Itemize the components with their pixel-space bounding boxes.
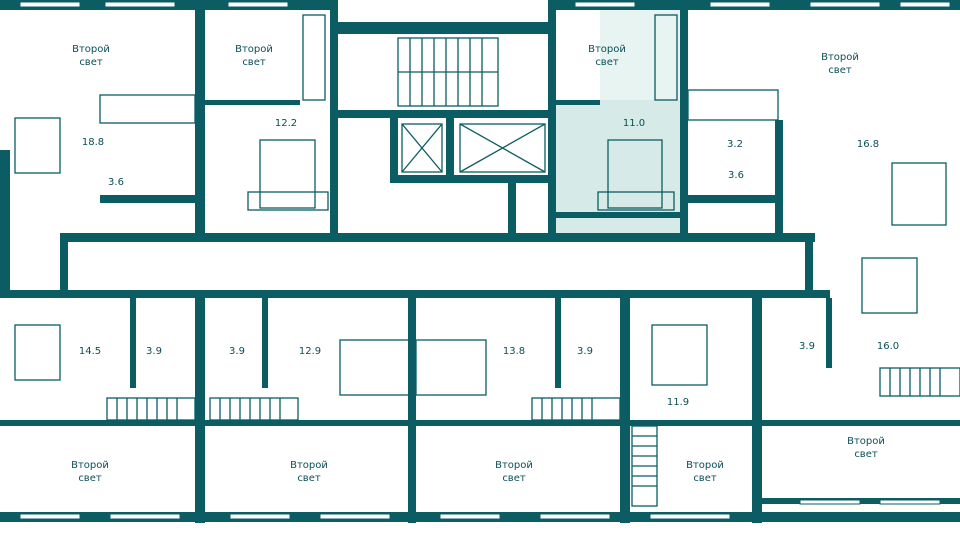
- label-line: свет: [502, 473, 526, 484]
- label-line: Второй: [821, 52, 859, 63]
- label-line: Второй: [71, 460, 109, 471]
- label-line: свет: [297, 473, 321, 484]
- room-area: 3.2: [727, 139, 743, 150]
- room-area: 3.6: [728, 170, 744, 181]
- elevator-shafts: [401, 123, 546, 173]
- second-light-label: Второй свет: [495, 459, 533, 485]
- label-line: Второй: [235, 44, 273, 55]
- label-line: свет: [828, 65, 852, 76]
- second-light-label: Второй свет: [821, 51, 859, 77]
- room-area: 12.9: [298, 346, 322, 357]
- second-light-label: Второй свет: [686, 459, 724, 485]
- room-area: 13.8: [502, 346, 526, 357]
- label-line: Второй: [72, 44, 110, 55]
- second-light-label: Второй свет: [847, 435, 885, 461]
- label-line: свет: [854, 449, 878, 460]
- beds: [14, 117, 947, 396]
- label-line: свет: [242, 57, 266, 68]
- second-light-label: Второй свет: [72, 43, 110, 69]
- room-area: 11.0: [622, 118, 646, 129]
- label-line: Второй: [588, 44, 626, 55]
- walls: [0, 0, 960, 523]
- label-line: Второй: [290, 460, 328, 471]
- label-line: свет: [78, 473, 102, 484]
- room-area: 14.5: [78, 346, 102, 357]
- stairs: [99, 14, 960, 507]
- label-line: свет: [79, 57, 103, 68]
- room-area: 11.9: [666, 397, 690, 408]
- room-area: 16.0: [876, 341, 900, 352]
- second-light-label: Второй свет: [290, 459, 328, 485]
- second-light-label: Второй свет: [588, 43, 626, 69]
- label-line: свет: [595, 57, 619, 68]
- room-area: 3.9: [799, 341, 815, 352]
- room-area: 18.8: [81, 137, 105, 148]
- room-area: 3.9: [577, 346, 593, 357]
- room-area: 16.8: [856, 139, 880, 150]
- label-line: Второй: [847, 436, 885, 447]
- room-area: 3.9: [229, 346, 245, 357]
- second-light-label: Второй свет: [71, 459, 109, 485]
- room-area: 12.2: [274, 118, 298, 129]
- room-area: 3.6: [108, 177, 124, 188]
- room-area: 3.9: [146, 346, 162, 357]
- label-line: Второй: [495, 460, 533, 471]
- second-light-label: Второй свет: [235, 43, 273, 69]
- label-line: Второй: [686, 460, 724, 471]
- label-line: свет: [693, 473, 717, 484]
